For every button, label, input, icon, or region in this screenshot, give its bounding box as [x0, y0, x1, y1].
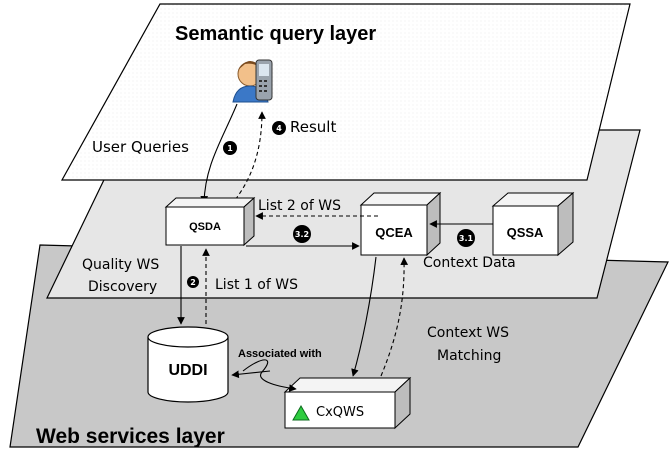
svg-text:2: 2	[190, 278, 196, 287]
cxqws-label: CxQWS	[316, 405, 364, 420]
context-ws-label-line2: Matching	[437, 348, 501, 364]
qcea-to-cxqws-arrow	[351, 256, 377, 377]
qsda-label: QSDA	[189, 221, 221, 233]
result-label: Result	[290, 118, 336, 136]
semantic-query-layer	[60, 3, 631, 181]
uddi-label: UDDI	[168, 362, 207, 379]
associated-with-label: Associated with	[238, 348, 322, 360]
green-triangle-icon	[292, 404, 310, 421]
cxqws-node: CxQWS	[283, 376, 412, 430]
step-1-badge: 1	[223, 141, 237, 155]
context-data-label: Context Data	[423, 255, 516, 271]
step-3-1-badge: 3.1	[457, 229, 475, 247]
associated-with-back-arrow	[231, 370, 271, 379]
list2-label: List 2 of WS	[258, 198, 341, 214]
quality-ws-label-line1: Quality WS	[82, 257, 159, 273]
web-services-layer-title: Web services layer	[36, 425, 225, 448]
qcea-node: QCEA	[359, 191, 442, 257]
svg-text:3.1: 3.1	[459, 234, 474, 243]
context-ws-label-line1: Context WS	[427, 325, 509, 341]
step-4-badge: 4	[272, 121, 286, 135]
step-3-2-badge: 3.2	[293, 225, 311, 243]
qsda-node: QSDA	[164, 196, 256, 247]
result-arrow	[230, 111, 266, 206]
user-queries-arrow	[200, 103, 238, 204]
cxqws-to-qcea-arrow	[380, 257, 409, 377]
svg-text:1: 1	[227, 144, 233, 153]
step-2-badge: 2	[187, 276, 199, 288]
uddi-node: UDDI	[147, 326, 229, 403]
list1-label: List 1 of WS	[215, 277, 298, 293]
qssa-label: QSSA	[507, 225, 544, 240]
svg-text:3.2: 3.2	[295, 230, 309, 239]
qcea-label: QCEA	[375, 225, 413, 240]
semantic-query-layer-title: Semantic query layer	[175, 23, 376, 45]
user-queries-label: User Queries	[92, 138, 189, 156]
quality-ws-label-line2: Discovery	[88, 279, 157, 295]
svg-text:4: 4	[276, 124, 282, 133]
qssa-node: QSSA	[491, 191, 575, 257]
user-phone-icon	[232, 59, 273, 103]
